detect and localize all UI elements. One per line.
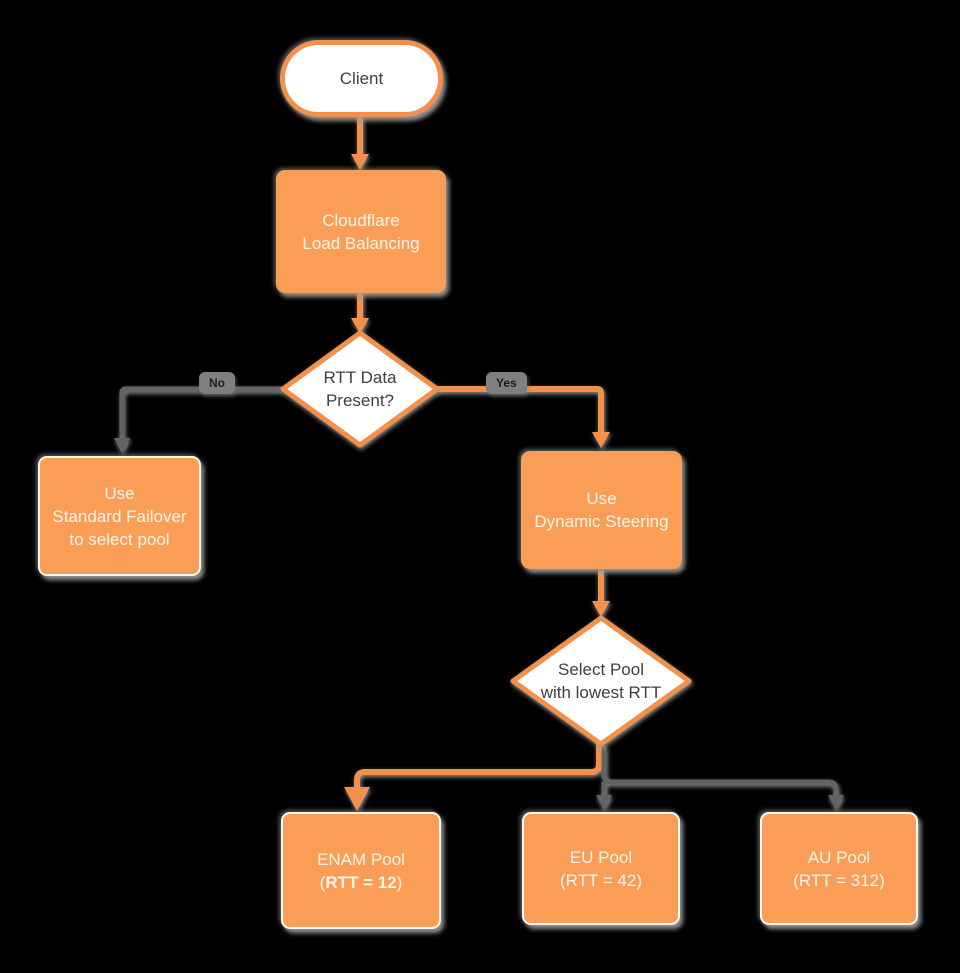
arrowhead-to-dynamic-steering — [592, 432, 610, 448]
enam-pool-node: ENAM Pool (RTT = 12) — [281, 812, 441, 929]
arrowhead-to-standard-failover — [114, 438, 130, 453]
standard-failover-label: Use Standard Failover to select pool — [52, 483, 187, 549]
client-label: Client — [339, 68, 384, 88]
pool-decision-diamond — [510, 615, 692, 747]
edge-yes-to-dynamic-steering — [436, 386, 604, 434]
dynamic-steering-node: Use Dynamic Steering — [521, 451, 682, 569]
pool-decision-label: Select Pool with lowest RTT — [540, 660, 662, 702]
eu-rtt-value: (RTT = 42) — [559, 870, 643, 890]
edge-no-to-standard-failover — [119, 386, 283, 440]
au-rtt-value: (RTT = 312) — [793, 870, 885, 890]
load-balancing-node: Cloudflare Load Balancing — [276, 170, 446, 293]
eu-pool-label: EU Pool (RTT = 42) — [559, 847, 643, 890]
enam-pool-label: ENAM Pool (RTT = 12) — [317, 849, 405, 892]
rtt-decision-label: RTT Data Present? — [323, 368, 397, 410]
eu-pool-node: EU Pool (RTT = 42) — [522, 812, 680, 925]
au-pool-node: AU Pool (RTT = 312) — [760, 812, 918, 925]
enam-rtt-value: RTT = 12 — [325, 872, 397, 892]
arrowhead-to-enam-pool — [344, 787, 370, 811]
arrowhead-to-rtt-decision — [351, 318, 369, 334]
edge-pool-decision-to-au — [601, 746, 839, 797]
edge-label-yes: Yes — [486, 372, 527, 394]
rtt-decision-diamond — [280, 330, 440, 448]
load-balancing-label: Cloudflare Load Balancing — [302, 210, 420, 253]
client-node: Client — [280, 40, 443, 117]
standard-failover-node: Use Standard Failover to select pool — [38, 456, 201, 576]
au-pool-label: AU Pool (RTT = 312) — [793, 847, 885, 890]
arrowhead-to-loadbalancer — [351, 154, 369, 170]
arrowhead-to-eu-pool — [596, 795, 612, 810]
edge-label-no: No — [199, 372, 235, 394]
arrowhead-to-au-pool — [828, 795, 844, 810]
dynamic-steering-label: Use Dynamic Steering — [534, 489, 669, 531]
arrowhead-to-pool-decision — [592, 601, 610, 617]
edge-pool-decision-to-enam — [354, 743, 602, 789]
